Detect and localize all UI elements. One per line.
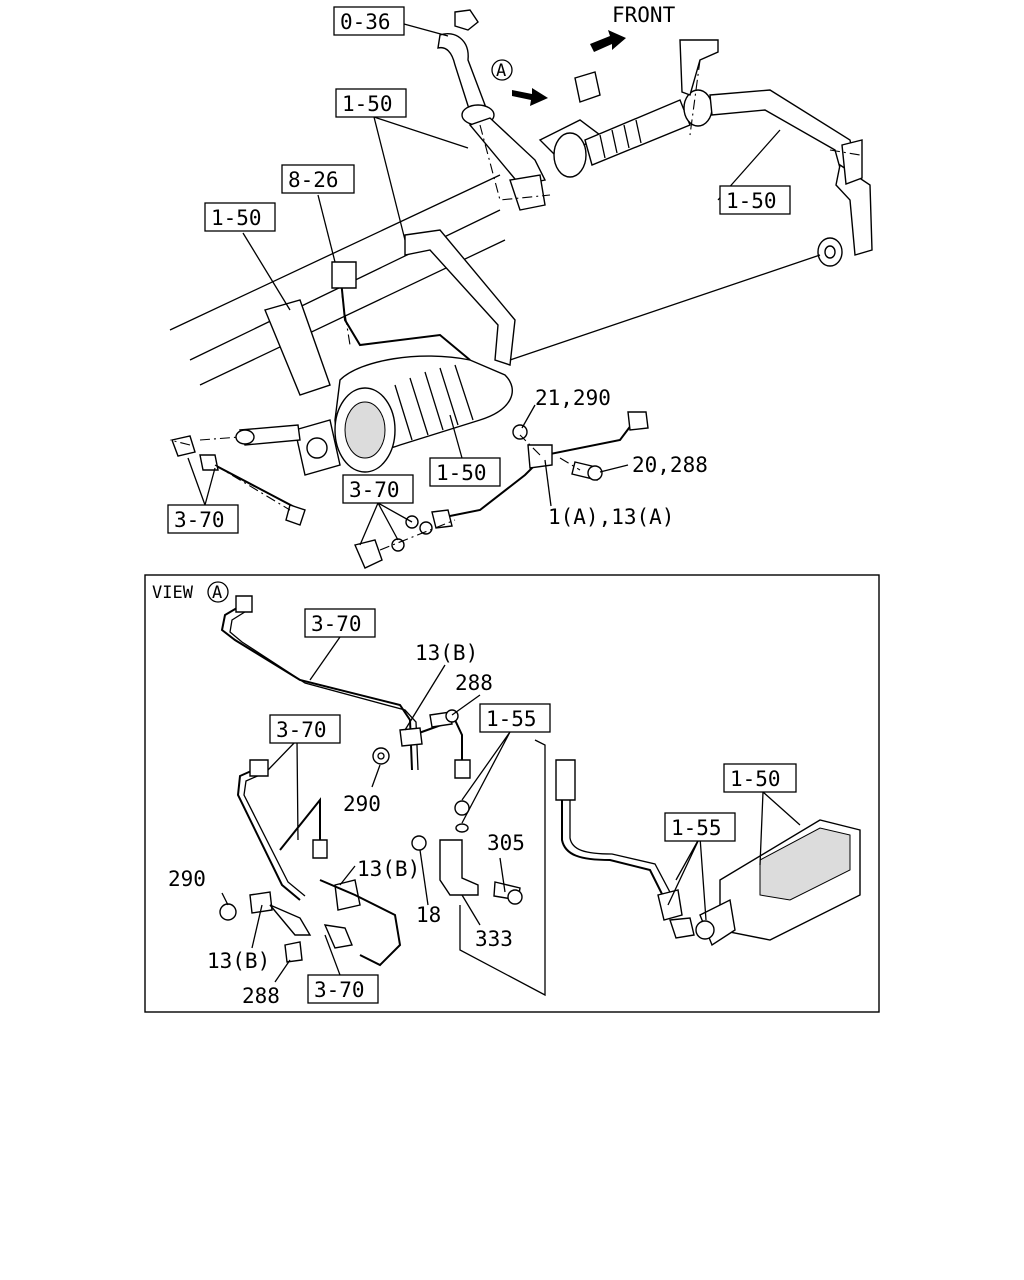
ref-1-50-left: 1-50	[211, 206, 262, 230]
label-305: 305	[487, 831, 525, 855]
ref-1-50-right: 1-50	[726, 189, 777, 213]
ref-3-70-mid: 3-70	[349, 478, 400, 502]
ref-box-3-70-left	[167, 504, 239, 534]
ref-box-1-55-view-b	[664, 812, 736, 842]
label-18: 18	[416, 903, 441, 927]
view-circle-icon	[207, 581, 229, 603]
view-a-panel	[144, 574, 880, 1013]
ref-1-50-mid: 1-50	[436, 461, 487, 485]
view-a-drawing	[219, 595, 861, 997]
label-290-view: 290	[343, 792, 381, 816]
view-letter: A	[212, 583, 222, 603]
ref-box-0-36	[333, 6, 405, 36]
front-arrow-icon	[590, 30, 626, 52]
ref-box-1-55-view-a	[479, 703, 551, 733]
label-13b-mid: 13(B)	[357, 857, 420, 881]
ref-box-1-50-right	[719, 185, 791, 215]
view-a-circle-icon	[491, 59, 513, 81]
label-333: 333	[475, 927, 513, 951]
ref-box-1-50-top	[335, 88, 407, 118]
ref-1-55-view-b: 1-55	[671, 816, 722, 840]
label-21-290: 21,290	[535, 386, 611, 410]
label-288-top: 288	[455, 671, 493, 695]
label-20-288: 20,288	[632, 453, 708, 477]
front-label: FRONT	[612, 3, 676, 27]
label-13b-bottom: 13(B)	[207, 949, 270, 973]
ref-box-1-50-mid	[429, 457, 501, 487]
ref-box-1-50-left	[204, 202, 276, 232]
ref-1-50-top: 1-50	[342, 92, 393, 116]
ref-box-3-70-mid	[342, 474, 414, 504]
label-13b-top: 13(B)	[415, 641, 478, 665]
ref-1-55-view-a: 1-55	[486, 707, 537, 731]
ref-box-8-26	[281, 164, 355, 194]
ref-8-26: 8-26	[288, 168, 339, 192]
top-labels: FRONT A 0-36 1-50 1-50 8-26 1-50 1-50 3-…	[167, 3, 791, 534]
view-label: VIEW	[152, 583, 194, 603]
ref-3-70-view-top: 3-70	[311, 612, 362, 636]
view-a-letter: A	[496, 61, 506, 81]
ref-box-3-70-view-top	[304, 608, 376, 638]
view-a-arrow-icon	[512, 88, 548, 106]
ref-0-36: 0-36	[340, 10, 391, 34]
ref-box-3-70-view-mid	[269, 714, 341, 744]
label-290-left: 290	[168, 867, 206, 891]
ref-box-3-70-view-bottom	[307, 974, 379, 1004]
label-1a-13a: 1(A),13(A)	[548, 505, 674, 529]
label-288-bottom: 288	[242, 984, 280, 1008]
ref-box-1-50-view	[723, 763, 797, 793]
ref-1-50-view: 1-50	[730, 767, 781, 791]
ref-3-70-view-mid: 3-70	[276, 718, 327, 742]
ref-3-70-left: 3-70	[174, 508, 225, 532]
ref-3-70-view-bottom: 3-70	[314, 978, 365, 1002]
view-a-labels: 3-70 3-70 1-55 1-55 1-50 3-70 13(B) 288 …	[168, 608, 797, 1008]
exhaust-assembly	[169, 9, 873, 569]
